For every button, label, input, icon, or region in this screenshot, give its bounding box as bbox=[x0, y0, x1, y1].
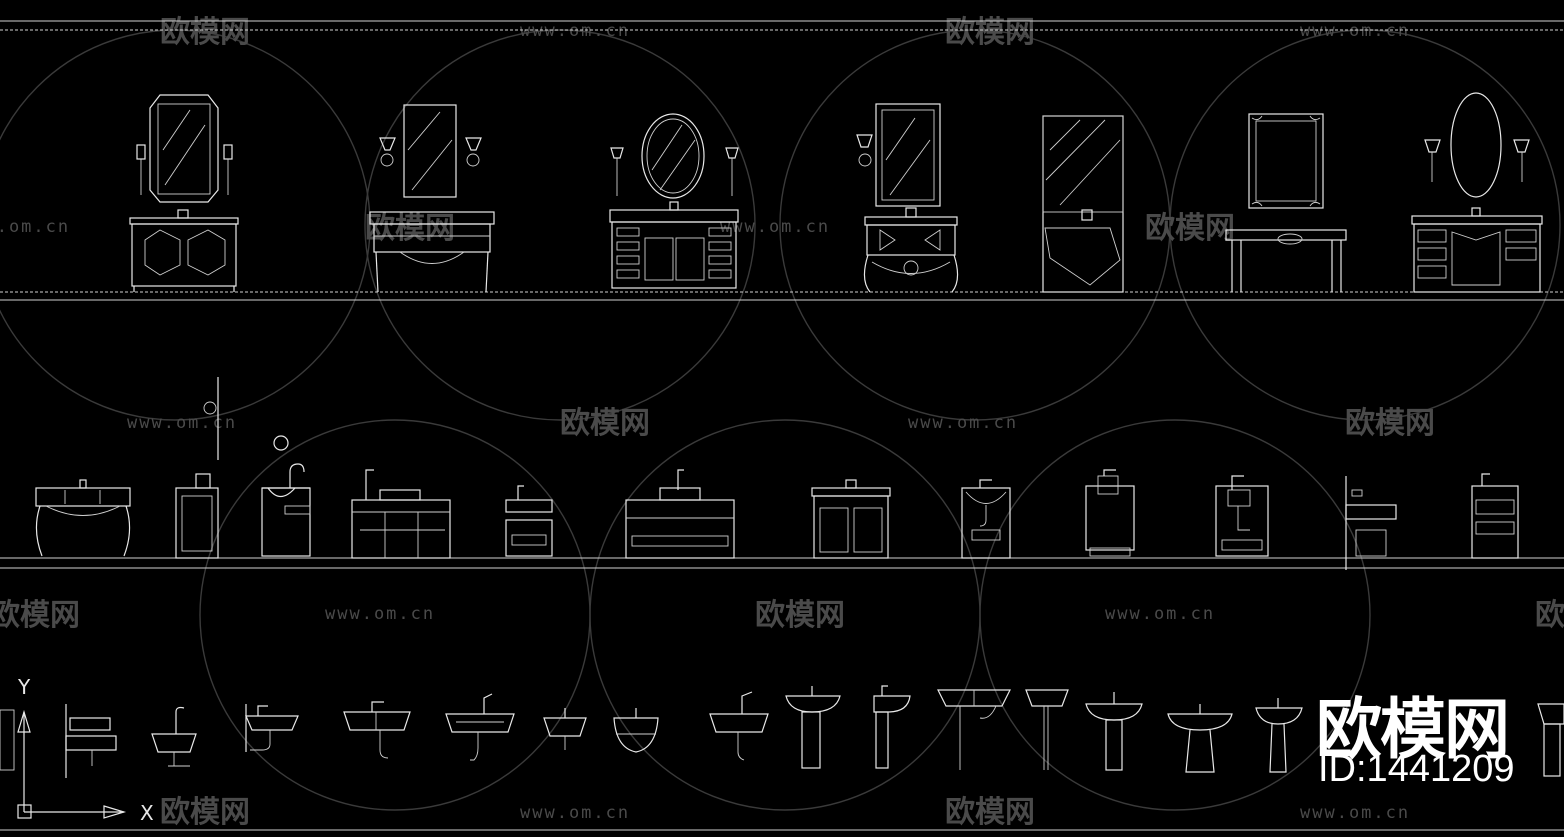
wm-brand: 欧模网 bbox=[1145, 211, 1235, 246]
vanity-elevation bbox=[1345, 476, 1397, 570]
vanity-elevation bbox=[609, 113, 739, 289]
wm-brand: 欧模网 bbox=[160, 15, 250, 50]
sink-detail bbox=[65, 704, 117, 778]
wm-url: www.om.cn bbox=[1105, 604, 1215, 624]
vanity-elevation bbox=[625, 469, 735, 559]
vanity-elevation bbox=[1225, 113, 1347, 292]
sink-detail bbox=[1167, 704, 1233, 773]
sink-detail bbox=[873, 685, 911, 769]
wm-url: www.om.cn bbox=[325, 604, 435, 624]
wm-url: www.om.cn bbox=[520, 21, 630, 41]
vanity-elevation bbox=[811, 479, 891, 559]
vanity-elevation bbox=[1215, 475, 1269, 557]
floor-lines bbox=[0, 20, 1564, 831]
vanity-elevation bbox=[35, 479, 131, 557]
vanity-elevation bbox=[1471, 473, 1519, 559]
brand-logo-text: 欧模网 bbox=[1316, 691, 1510, 768]
vanity-elevation bbox=[175, 377, 219, 559]
wm-brand: 欧模网 bbox=[560, 406, 650, 441]
vanity-elevation bbox=[961, 479, 1011, 559]
vanity-elevation bbox=[351, 469, 451, 559]
sink-detail bbox=[151, 706, 197, 767]
vanity-elevation bbox=[505, 485, 553, 557]
sink-detail bbox=[1085, 692, 1143, 771]
vanity-elevation bbox=[129, 94, 239, 292]
wm-brand: 欧模网 bbox=[160, 795, 250, 830]
vanity-elevation bbox=[1085, 469, 1135, 557]
sink-detail bbox=[1255, 698, 1303, 773]
axis-x-label: X bbox=[140, 801, 154, 825]
vanity-elevation bbox=[369, 104, 495, 293]
wm-url: www.om.cn bbox=[127, 413, 237, 433]
ucs-axis-icon: Y X bbox=[0, 675, 154, 825]
vanity-row-2 bbox=[35, 377, 1519, 570]
sink-detail bbox=[1537, 703, 1564, 777]
wm-brand: 欧模网 bbox=[755, 598, 845, 633]
wm-url: www.om.cn bbox=[0, 217, 70, 237]
wm-brand: 欧模网 bbox=[1345, 406, 1435, 441]
vanity-elevation bbox=[856, 103, 959, 293]
wm-brand: 欧模网 bbox=[945, 15, 1035, 50]
wm-brand: 欧模网 bbox=[365, 211, 455, 246]
wm-brand: 欧模网 bbox=[1535, 598, 1564, 633]
wm-url: www.om.cn bbox=[520, 803, 630, 823]
wm-url: www.om.cn bbox=[1300, 21, 1410, 41]
sink-detail bbox=[445, 693, 515, 761]
wm-brand: 欧模网 bbox=[945, 795, 1035, 830]
sink-detail bbox=[937, 689, 1011, 770]
sink-detail bbox=[343, 701, 411, 759]
sink-detail bbox=[245, 704, 299, 752]
sink-detail bbox=[1025, 689, 1069, 770]
wm-url: www.om.cn bbox=[720, 217, 830, 237]
wm-brand: 欧模网 bbox=[0, 598, 80, 633]
sink-row-3 bbox=[65, 685, 1564, 778]
sink-detail bbox=[709, 691, 769, 761]
vanity-elevation bbox=[1042, 115, 1124, 293]
vanity-elevation bbox=[1411, 92, 1543, 293]
sink-detail bbox=[543, 708, 587, 750]
sink-detail bbox=[785, 686, 841, 769]
wm-url: www.om.cn bbox=[908, 413, 1018, 433]
vanity-elevation bbox=[261, 435, 311, 557]
model-id: ID:1441209 bbox=[1318, 748, 1515, 790]
wm-url: www.om.cn bbox=[1300, 803, 1410, 823]
vanity-row-1 bbox=[129, 92, 1543, 293]
axis-y-label: Y bbox=[17, 675, 31, 699]
sink-detail bbox=[613, 708, 659, 753]
